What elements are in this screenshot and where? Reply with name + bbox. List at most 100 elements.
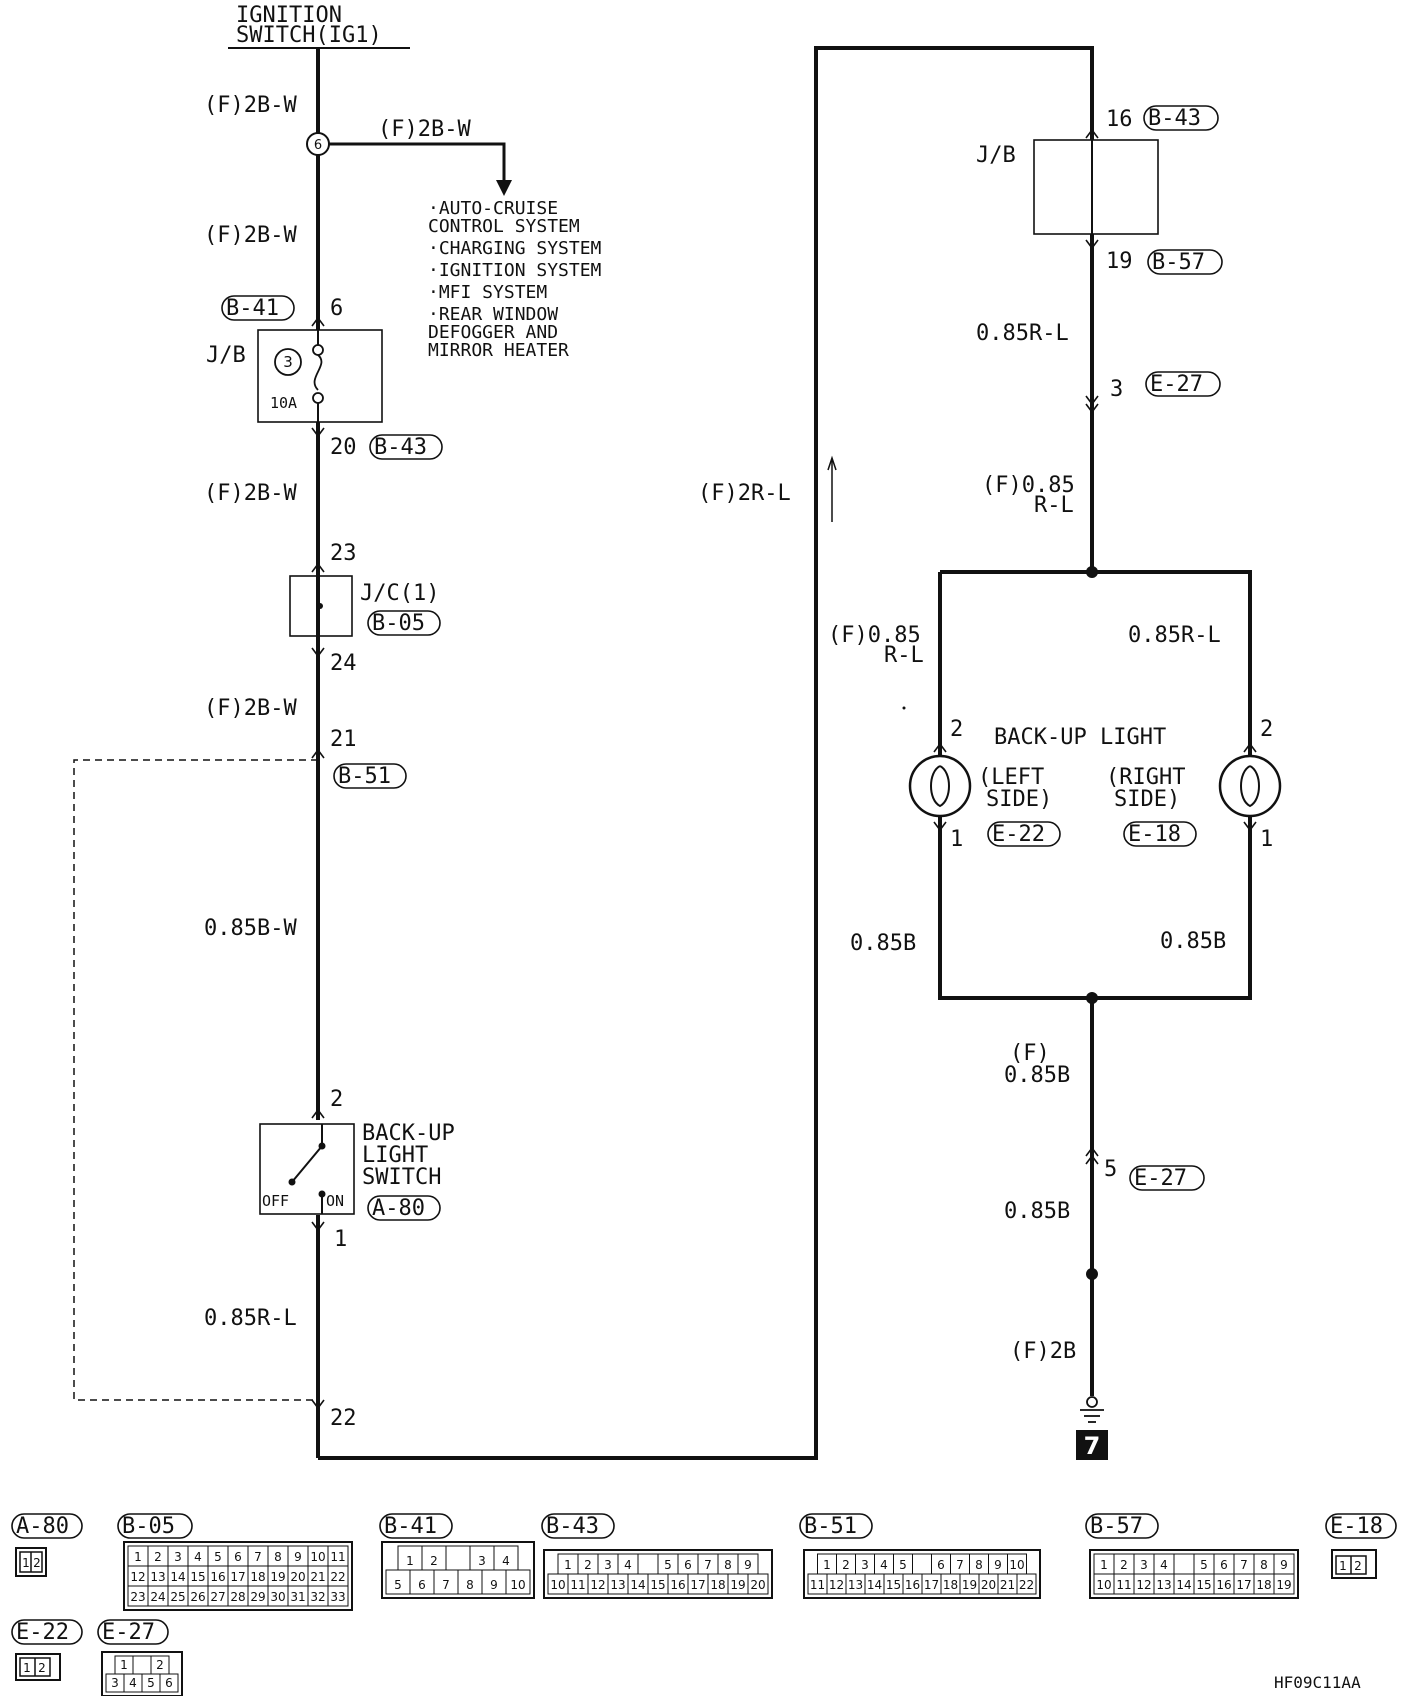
pin-number: 6 [330, 296, 343, 321]
switch-off-label: OFF [262, 1192, 289, 1210]
branch-system-item: ·MFI SYSTEM [428, 282, 547, 303]
pin-cell: 10 [510, 1578, 525, 1592]
connector-face-label: E-27 [102, 1620, 155, 1645]
pin-cell: 6 [1220, 1558, 1228, 1572]
backup-light-circuit [938, 570, 1252, 1000]
pin-cell: 18 [943, 1578, 958, 1592]
connector-tag-label: E-18 [1128, 822, 1181, 847]
pin-cell: 8 [274, 1550, 282, 1564]
connector-tag-b43 [1143, 105, 1219, 131]
connector-tag-b41 [221, 295, 295, 321]
ground-icon [1086, 1396, 1098, 1408]
pin-cell: 2 [33, 1556, 41, 1570]
connector-face-label: B-41 [384, 1514, 437, 1539]
connector-tag-label: B-41 [226, 296, 279, 321]
connector-tag-e27 [1129, 1165, 1205, 1191]
pin-number: 1 [1260, 827, 1273, 852]
pin-cell-box [159, 1673, 179, 1693]
pin-cell: 2 [154, 1550, 162, 1564]
pin-number: 23 [330, 541, 357, 566]
wire-label: 0.85B [850, 931, 916, 956]
splice-number: 6 [314, 138, 322, 153]
left-side-label: SIDE) [986, 787, 1052, 812]
connector-tag-label: E-27 [1134, 1166, 1187, 1191]
branch-wire [318, 142, 506, 180]
pin-number: 5 [1104, 1157, 1117, 1182]
pin-cell-box [132, 1655, 152, 1675]
pin-number: 20 [330, 435, 357, 460]
switch-on-label: ON [326, 1192, 344, 1210]
backup-light-switch [259, 1123, 355, 1215]
pin-cell: 32 [310, 1590, 325, 1604]
pin-number: 19 [1106, 249, 1133, 274]
pin-cell: 7 [956, 1558, 964, 1572]
right-side-label: SIDE) [1114, 787, 1180, 812]
wire-label: R-L [1034, 493, 1074, 518]
pin-cell: 8 [724, 1558, 732, 1572]
pin-cell: 21 [310, 1570, 325, 1584]
return-wire [318, 46, 1094, 1460]
fuse-rating: 10A [270, 394, 297, 412]
pin-cell: 16 [210, 1570, 225, 1584]
pin-cell: 18 [250, 1570, 265, 1584]
pin-cell: 4 [502, 1554, 510, 1568]
pin-cell: 14 [867, 1578, 882, 1592]
pin-cell: 1 [23, 1661, 31, 1675]
pin-cell: 22 [330, 1570, 345, 1584]
branch-system-item: DEFOGGER AND [428, 322, 558, 343]
pin-cell: 20 [290, 1570, 305, 1584]
branch-system-item: ·IGNITION SYSTEM [428, 260, 602, 281]
connector-face-e18: E-18 1 2 [1325, 1513, 1397, 1579]
pin-cell: 12 [1136, 1578, 1151, 1592]
splice-point [1086, 566, 1098, 578]
pin-cell: 13 [1156, 1578, 1171, 1592]
pin-number: 22 [330, 1406, 357, 1431]
branch-system-item: ·REAR WINDOW [428, 304, 558, 325]
pin-cell: 2 [1120, 1558, 1128, 1572]
pin-cell: 19 [962, 1578, 977, 1592]
right-bulb-icon [1218, 754, 1282, 818]
branch-system-item: ·AUTO-CRUISE [428, 198, 558, 219]
pin-number: 2 [1260, 717, 1273, 742]
pin-cell: 3 [861, 1558, 869, 1572]
pin-cell: 1 [1339, 1559, 1347, 1573]
pin-cell: 6 [418, 1578, 426, 1592]
ignition-switch-label-line2: SWITCH(IG1) [236, 23, 382, 48]
pin-cell: 9 [1280, 1558, 1288, 1572]
connector-tag-b51 [333, 763, 407, 789]
switch-lever-icon [291, 1145, 323, 1183]
pin-cell-box [457, 1569, 483, 1595]
pin-cell: 8 [975, 1558, 983, 1572]
pin-cell: 8 [466, 1578, 474, 1592]
pin-cell: 28 [230, 1590, 245, 1604]
connector-tag-e18 [1123, 821, 1197, 847]
pin-cell: 5 [1200, 1558, 1208, 1572]
wire-label: 0.85B [1160, 929, 1226, 954]
switch-label-line: SWITCH [362, 1165, 441, 1190]
connector-face-label: B-57 [1090, 1514, 1143, 1539]
pin-cell: 10 [1096, 1578, 1111, 1592]
pin-cell: 9 [294, 1550, 302, 1564]
jb-label: J/B [976, 143, 1016, 168]
wire-label: (F) [1010, 1041, 1050, 1066]
pin-cell: 4 [880, 1558, 888, 1572]
pin-cell: 16 [905, 1578, 920, 1592]
pin-cell: 5 [664, 1558, 672, 1572]
pin-cell: 31 [290, 1590, 305, 1604]
pin-cell: 19 [730, 1578, 745, 1592]
splice-6 [306, 132, 330, 156]
connector-tag-label: B-43 [1148, 106, 1201, 131]
pin-cell: 4 [194, 1550, 202, 1564]
wire-label: 0.85B-W [204, 916, 297, 941]
pin-cell: 16 [670, 1578, 685, 1592]
pin-cell: 19 [1276, 1578, 1291, 1592]
pin-cell: 2 [584, 1558, 592, 1572]
pin-cell: 12 [829, 1578, 844, 1592]
pin-cell: 2 [156, 1658, 164, 1672]
wire-label: 0.85B [1004, 1063, 1070, 1088]
pin-cell: 6 [937, 1558, 945, 1572]
